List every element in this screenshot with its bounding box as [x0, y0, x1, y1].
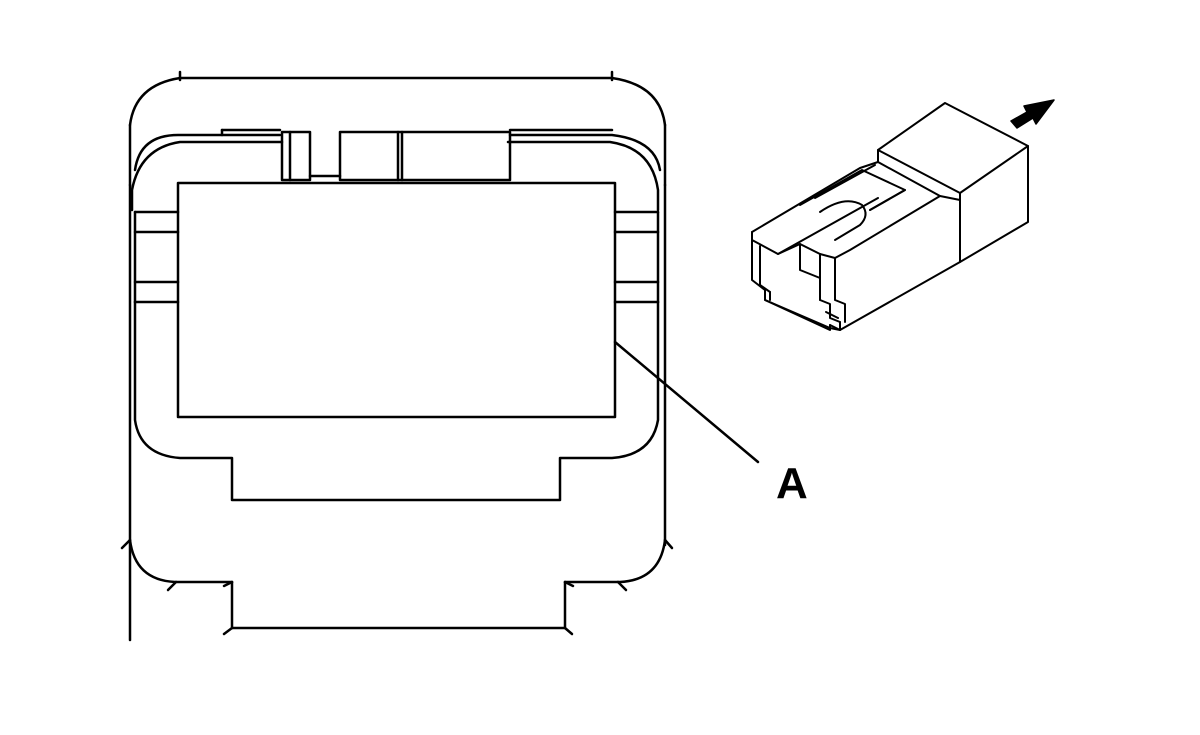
callout-label-a: A [776, 459, 808, 508]
callout-a: A [613, 340, 808, 508]
pull-direction-arrow [1010, 99, 1055, 129]
arrow-icon [1010, 99, 1055, 129]
callout-leader-line [613, 340, 760, 464]
connector-isometric-view [751, 102, 1029, 331]
connector-front-view [120, 70, 674, 642]
